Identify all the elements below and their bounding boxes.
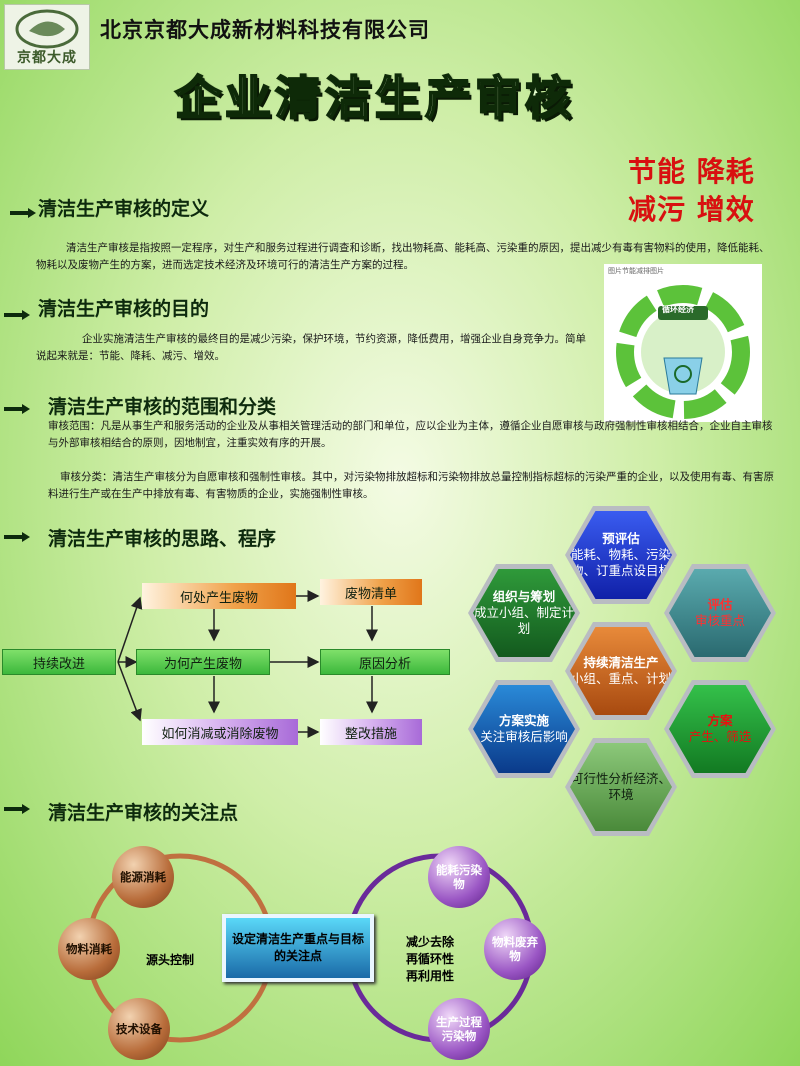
hex-continuous-clean: 持续清洁生产 小组、重点、计划 [565,622,677,720]
section-arrow-icon [4,532,30,542]
slogan-line-2: 减污 增效 [628,193,755,226]
hex-plan-text: 产生、筛选 [688,729,752,744]
company-name: 北京京都大成新材料科技有限公司 [100,18,430,42]
company-logo: 京都大成 [4,4,90,70]
section-arrow-icon [4,310,30,320]
recycle-cycle-icon [616,285,750,419]
flow-why-waste: 为何产生废物 [136,649,270,675]
focus-material-waste: 物料废弃物 [484,918,546,980]
flow-rectify: 整改措施 [320,719,422,745]
scope-heading: 清洁生产审核的范围和分类 [48,396,277,418]
hex-assessment-title: 评估 [707,597,733,612]
section-arrow-icon [4,804,30,814]
logo-text: 京都大成 [17,50,77,66]
hex-pre-assessment: 预评估 能耗、物耗、污染物、订重点设目标 [565,506,677,604]
hex-plan: 方案 产生、筛选 [664,680,776,778]
focus-tech-equipment: 技术设备 [108,998,170,1060]
section-arrow-icon [10,208,36,218]
flow-waste-list: 废物清单 [320,579,422,605]
hex-pre-assessment-text: 能耗、物耗、污染物、订重点设目标 [570,547,671,578]
hex-organize-plan-text: 成立小组、制定计划 [473,605,574,636]
hex-implementation-title: 方案实施 [498,713,549,728]
image-caption: 图片节能减排图片 [608,267,664,275]
focus-heading: 清洁生产审核的关注点 [48,802,239,824]
recycling-illustration: 图片节能减排图片 循环经济 [604,264,762,422]
page-title: 企业清洁生产审核 [174,70,575,126]
focus-left-label: 源头控制 [146,953,195,967]
focus-process-pollutant: 生产过程污染物 [428,998,490,1060]
hex-assessment-text: 审核重点 [694,613,745,628]
definition-heading: 清洁生产审核的定义 [38,198,210,220]
section-arrow-icon [4,404,30,414]
flow-where-waste: 何处产生废物 [142,583,296,609]
flow-connectors [117,590,378,738]
purpose-text: 企业实施清洁生产审核的最终目的是减少污染，保护环境，节约资源，降低费用，增强企业… [36,333,586,362]
focus-energy-consumption: 能源消耗 [112,846,174,908]
scope-text-2: 审核分类：清洁生产审核分为自愿审核和强制性审核。其中，对污染物排放超标和污染物排… [48,471,774,500]
hex-assessment: 评估 审核重点 [664,564,776,662]
definition-text: 清洁生产审核是指按照一定程序，对生产和服务过程进行调查和诊断，找出物耗高、能耗高… [36,242,770,271]
slogan-line-1: 节能 降耗 [628,155,755,188]
flow-how-reduce: 如何消减或消除废物 [142,719,298,745]
hex-pre-assessment-title: 预评估 [602,531,640,546]
hex-feasibility: 可行性分析经济、环境 [565,738,677,836]
hex-implementation-text: 关注审核后影响 [480,729,568,744]
focus-center-box: 设定清洁生产重点与目标的关注点 [222,914,374,982]
purpose-heading: 清洁生产审核的目的 [38,298,210,320]
hex-continuous-clean-title: 持续清洁生产 [583,655,659,670]
focus-right-label: 减少去除再循环性再利用性 [406,935,455,983]
hex-continuous-clean-text: 小组、重点、计划 [570,671,671,686]
scope-text-1: 审核范围：凡是从事生产和服务活动的企业及从事相关管理活动的部门和单位，应以企业为… [48,420,773,449]
hex-implementation: 方案实施 关注审核后影响 [468,680,580,778]
logo-emblem-icon [15,9,79,49]
flow-cause-analysis: 原因分析 [320,649,450,675]
hex-organize-plan-title: 组织与筹划 [492,589,556,604]
focus-material-consumption: 物料消耗 [58,918,120,980]
process-heading: 清洁生产审核的思路、程序 [48,528,277,550]
hex-plan-title: 方案 [707,713,733,728]
image-banner: 循环经济 [662,305,694,314]
hex-feasibility-text: 可行性分析经济、环境 [570,771,671,802]
flow-continuous-improve: 持续改进 [2,649,116,675]
hex-organize-plan: 组织与筹划 成立小组、制定计划 [468,564,580,662]
focus-energy-pollutant: 能耗污染物 [428,846,490,908]
